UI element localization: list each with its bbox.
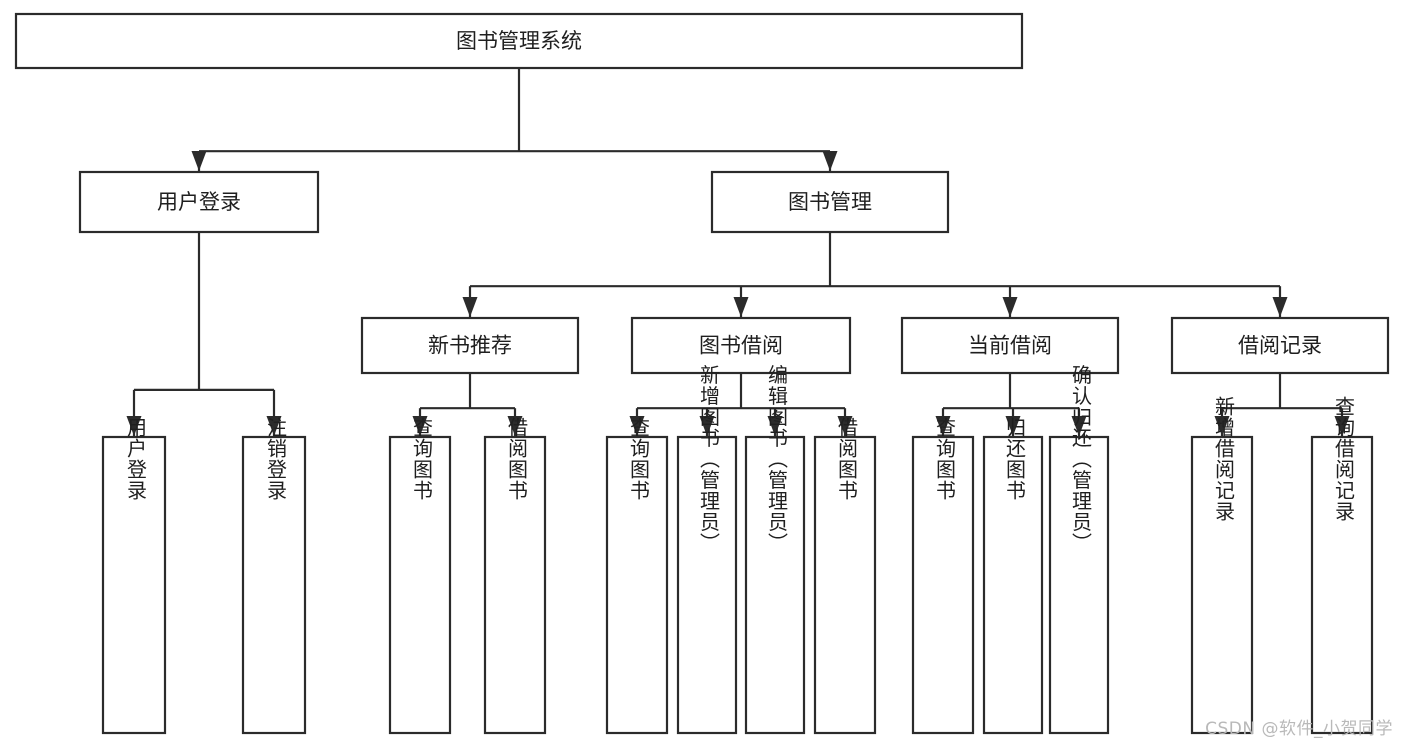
node-box-leaf-query-book-3 <box>911 435 975 735</box>
node-box-book-manage <box>710 170 950 234</box>
node-leaf-add-book[interactable]: 新增图书（管理员） <box>676 364 738 735</box>
node-label-leaf-add-record: 新增借阅记录 <box>1212 396 1236 522</box>
node-user-login[interactable]: 用户登录 <box>78 170 320 234</box>
node-box-leaf-borrow-book-1 <box>483 435 547 735</box>
node-book-borrow[interactable]: 图书借阅 <box>630 316 852 375</box>
arrow-head-icon <box>1272 297 1288 317</box>
node-leaf-user-login[interactable]: 用户登录 <box>101 417 167 735</box>
node-book-manage[interactable]: 图书管理 <box>710 170 950 234</box>
node-label-new-book-rec: 新书推荐 <box>428 334 512 358</box>
arrow-head-icon <box>1002 297 1018 317</box>
node-label-book-borrow: 图书借阅 <box>699 334 783 358</box>
connector-group-new-book-rec <box>412 373 523 436</box>
node-layer: 图书管理系统用户登录图书管理新书推荐图书借阅当前借阅借阅记录用户登录注销登录查询… <box>14 12 1390 735</box>
connector-group-user-login <box>126 232 282 436</box>
arrow-head-icon <box>191 151 207 171</box>
node-leaf-query-book-3[interactable]: 查询图书 <box>911 417 975 735</box>
node-label-user-login: 用户登录 <box>157 190 241 214</box>
node-label-leaf-query-book-1: 查询图书 <box>410 417 434 501</box>
arrow-head-icon <box>1005 416 1021 436</box>
arrow-head-icon <box>266 416 282 436</box>
node-box-leaf-query-record <box>1310 435 1374 735</box>
node-box-leaf-add-book <box>676 435 738 735</box>
arrow-head-icon <box>733 297 749 317</box>
node-label-leaf-borrow-book-1: 借阅图书 <box>505 417 529 501</box>
node-box-leaf-query-book-1 <box>388 435 452 735</box>
arrow-head-icon <box>1214 416 1230 436</box>
connector-group-root <box>191 68 838 171</box>
node-label-leaf-user-login: 用户登录 <box>124 417 148 501</box>
node-box-leaf-edit-book <box>744 435 806 735</box>
node-leaf-add-record[interactable]: 新增借阅记录 <box>1190 396 1254 735</box>
arrow-head-icon <box>1334 416 1350 436</box>
node-box-leaf-borrow-book-2 <box>813 435 877 735</box>
node-label-root: 图书管理系统 <box>456 29 582 53</box>
node-label-current-borrow: 当前借阅 <box>968 334 1052 358</box>
node-label-borrow-record: 借阅记录 <box>1238 334 1322 358</box>
node-label-leaf-add-book: 新增图书（管理员） <box>697 364 721 553</box>
connector-layer <box>126 68 1350 436</box>
arrow-head-icon <box>699 416 715 436</box>
arrow-head-icon <box>629 416 645 436</box>
node-leaf-borrow-book-2[interactable]: 借阅图书 <box>813 417 877 735</box>
node-label-leaf-borrow-book-2: 借阅图书 <box>835 417 859 501</box>
node-leaf-query-book-1[interactable]: 查询图书 <box>388 417 452 735</box>
arrow-head-icon <box>1071 416 1087 436</box>
node-box-leaf-user-login <box>101 435 167 735</box>
node-box-borrow-record <box>1170 316 1390 375</box>
node-leaf-edit-book[interactable]: 编辑图书（管理员） <box>744 364 806 735</box>
node-label-leaf-confirm-return: 确认归还（管理员） <box>1069 364 1093 553</box>
node-label-leaf-logout: 注销登录 <box>264 417 288 501</box>
node-label-book-manage: 图书管理 <box>788 190 872 214</box>
node-box-leaf-logout <box>241 435 307 735</box>
node-box-leaf-query-book-2 <box>605 435 669 735</box>
node-leaf-borrow-book-1[interactable]: 借阅图书 <box>483 417 547 735</box>
node-label-leaf-query-record: 查询借阅记录 <box>1332 396 1356 522</box>
node-label-leaf-query-book-3: 查询图书 <box>933 417 957 501</box>
connector-group-book-manage <box>462 232 1288 317</box>
connector-group-current-borrow <box>935 373 1087 436</box>
node-box-new-book-rec <box>360 316 580 375</box>
arrow-head-icon <box>126 416 142 436</box>
node-box-root <box>14 12 1024 70</box>
node-label-leaf-edit-book: 编辑图书（管理员） <box>765 364 789 553</box>
node-label-leaf-query-book-2: 查询图书 <box>627 417 651 501</box>
arrow-head-icon <box>822 151 838 171</box>
node-leaf-query-record[interactable]: 查询借阅记录 <box>1310 396 1374 735</box>
node-root[interactable]: 图书管理系统 <box>14 12 1024 70</box>
connector-group-book-borrow <box>629 373 853 436</box>
arrow-head-icon <box>462 297 478 317</box>
arrow-head-icon <box>412 416 428 436</box>
node-leaf-return-book[interactable]: 归还图书 <box>982 417 1044 735</box>
node-leaf-confirm-return[interactable]: 确认归还（管理员） <box>1048 364 1110 735</box>
node-current-borrow[interactable]: 当前借阅 <box>900 316 1120 375</box>
node-leaf-logout[interactable]: 注销登录 <box>241 417 307 735</box>
node-box-leaf-return-book <box>982 435 1044 735</box>
node-box-leaf-add-record <box>1190 435 1254 735</box>
node-box-leaf-confirm-return <box>1048 435 1110 735</box>
arrow-head-icon <box>837 416 853 436</box>
arrow-head-icon <box>507 416 523 436</box>
node-box-current-borrow <box>900 316 1120 375</box>
node-new-book-rec[interactable]: 新书推荐 <box>360 316 580 375</box>
node-label-leaf-return-book: 归还图书 <box>1003 417 1027 501</box>
node-borrow-record[interactable]: 借阅记录 <box>1170 316 1390 375</box>
arrow-head-icon <box>767 416 783 436</box>
node-box-book-borrow <box>630 316 852 375</box>
arrow-head-icon <box>935 416 951 436</box>
node-box-user-login <box>78 170 320 234</box>
node-leaf-query-book-2[interactable]: 查询图书 <box>605 417 669 735</box>
connector-group-borrow-record <box>1214 373 1350 436</box>
